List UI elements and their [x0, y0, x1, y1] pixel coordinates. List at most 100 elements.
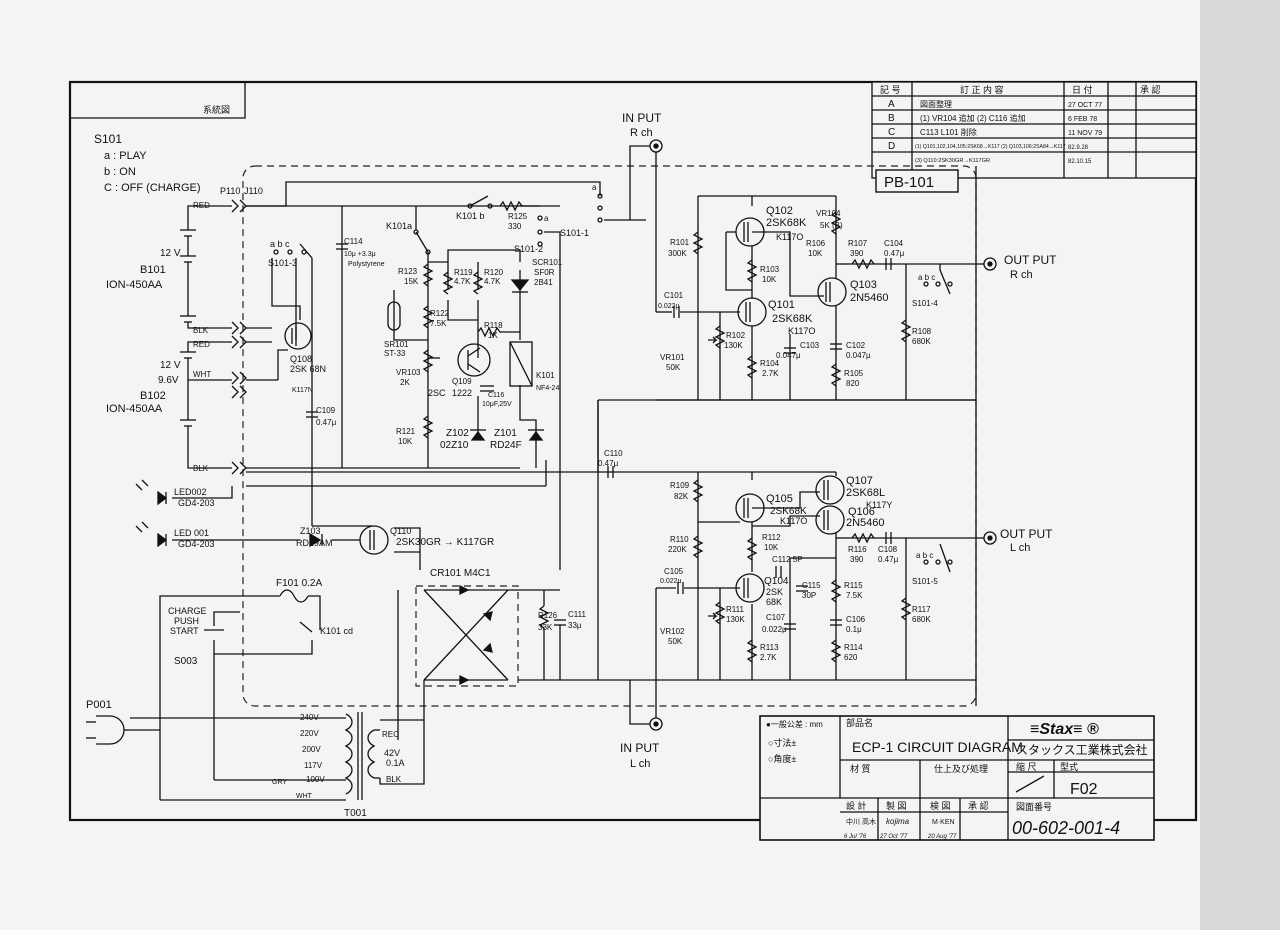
- sr101-value: ST-33: [384, 349, 406, 358]
- q104-value-1: 2SK: [766, 587, 783, 597]
- c108-value: 0.47μ: [878, 555, 899, 564]
- tap-117v: 117V: [304, 761, 323, 770]
- tb-tol-ang: ○角度±: [768, 753, 796, 764]
- r122-value: 7.5K: [430, 319, 447, 328]
- q102-value-2: K117O: [776, 232, 803, 242]
- led001-value: GD4-203: [178, 539, 215, 549]
- c106-label: C106: [846, 615, 866, 624]
- r126-value: 33K: [538, 623, 553, 632]
- vr101-label: VR101: [660, 353, 685, 362]
- tb-row-approve: 承 認: [968, 800, 989, 811]
- transformer-t001: [344, 712, 425, 800]
- wire-blk-1: BLK: [193, 326, 209, 335]
- bridge-cr101-outline: [415, 585, 519, 687]
- capacitor-c107: [784, 623, 796, 630]
- tb-part-name: ECP-1 CIRCUIT DIAGRAM: [852, 739, 1023, 755]
- rev-c-date: 11 NOV 79: [1068, 130, 1102, 137]
- q107-label: Q107: [846, 475, 873, 487]
- fet-q103: [817, 277, 847, 307]
- input-l-jack[interactable]: [629, 680, 663, 731]
- s101-2-label: S101-2: [514, 244, 543, 254]
- vr103-value: 2K: [400, 378, 410, 387]
- zener-z101: [528, 429, 544, 441]
- r120-value: 4.7K: [484, 277, 501, 286]
- s101-3-label: S101-3: [268, 258, 297, 268]
- rev-e-text: (3) Q110:2SK30GR→K117GR: [915, 158, 990, 164]
- k101cd-label: K101 cd: [320, 626, 353, 636]
- tap-100v: 100V: [306, 775, 325, 784]
- switch-s101-2: [537, 215, 543, 247]
- q106-value: 2N5460: [846, 517, 885, 529]
- output-l-jack[interactable]: [983, 531, 997, 545]
- battery-wiring: [180, 205, 232, 469]
- input-r-channel: R ch: [630, 127, 653, 139]
- vr101-value: 50K: [666, 363, 681, 372]
- capacitor-c116: [480, 385, 494, 392]
- b102-voltage-2: 9.6V: [158, 375, 179, 386]
- corner-box: [70, 82, 246, 119]
- rev-header-mark: 記 号: [880, 84, 901, 95]
- led-led002: [135, 479, 168, 506]
- r117-label: R117: [912, 605, 931, 614]
- bridge-cr101: [380, 584, 560, 740]
- legend-a: a : PLAY: [104, 150, 147, 162]
- r106-label: R106: [806, 239, 826, 248]
- r111-value: 130K: [726, 615, 745, 624]
- s101-1-label: S101-1: [560, 228, 589, 238]
- output-r-jack[interactable]: [983, 257, 997, 271]
- r109-value: 82K: [674, 492, 689, 501]
- q109-value-2: 1222: [452, 388, 472, 398]
- p001-label: P001: [86, 699, 112, 711]
- tap-240v: 240V: [300, 713, 319, 722]
- r116-value: 390: [850, 555, 864, 564]
- z101-label: Z101: [494, 428, 517, 439]
- s101-1-a: a: [592, 183, 597, 192]
- c110-value: 0.47μ: [598, 459, 619, 468]
- vr104-label: VR104: [816, 209, 841, 218]
- output-l-channel: L ch: [1010, 542, 1030, 554]
- q105-value-1: 2SK68K: [770, 506, 807, 517]
- input-r-jack[interactable]: [629, 139, 663, 220]
- pot-vr104: [830, 211, 842, 235]
- r112-value: 10K: [764, 543, 779, 552]
- s101-2-a: a: [544, 214, 549, 223]
- resistor-r119: [442, 271, 454, 295]
- wire-red-2: RED: [193, 340, 210, 349]
- charge-label-3: START: [170, 626, 199, 636]
- c105-label: C105: [664, 567, 684, 576]
- b102-voltage: 12 V: [160, 360, 181, 371]
- r121-value: 10K: [398, 437, 413, 446]
- resistor-r112: [746, 537, 758, 561]
- wire-gry: GRY: [272, 779, 287, 786]
- c103-value: 0.047μ: [776, 351, 801, 360]
- b101-voltage: 12 V: [160, 248, 181, 259]
- r108-value: 680K: [912, 337, 931, 346]
- tb-finish-label: 仕上及び処理: [934, 763, 988, 774]
- r107-value: 390: [850, 249, 864, 258]
- led-led001: [135, 521, 168, 548]
- q107-value-1: 2SK68L: [846, 487, 885, 499]
- b101-type: ION-450AA: [106, 279, 163, 291]
- fet-q110: [359, 525, 389, 555]
- lch-wiring: [597, 400, 984, 706]
- rev-c-text: C113 L101 削除: [920, 127, 977, 137]
- scr101-label: SCR101: [532, 258, 563, 267]
- rev-a-text: 図面整理: [920, 99, 952, 109]
- pot-vr102: [708, 601, 726, 625]
- rev-d-date: 82.9.28: [1068, 145, 1089, 151]
- vr102-label: VR102: [660, 627, 685, 636]
- q105-value-2: K117O: [780, 516, 807, 526]
- output-r-title: OUT PUT: [1004, 253, 1057, 267]
- switch-k101b: [467, 195, 523, 212]
- c105-value: 0.022μ: [660, 578, 682, 585]
- r103-value: 10K: [762, 275, 777, 284]
- r113-value: 2.7K: [760, 653, 777, 662]
- rev-header-content: 訂 正 内 容: [960, 84, 1004, 95]
- tb-signer-1: 中川 高木: [846, 817, 876, 826]
- resistor-r101: [692, 231, 704, 255]
- tb-row-check: 検 図: [930, 800, 951, 811]
- r104-value: 2.7K: [762, 369, 779, 378]
- capacitor-c105: [677, 582, 684, 594]
- tb-date-3: 20 Aug '77: [927, 834, 957, 840]
- scr101-value-2: 2B41: [534, 278, 553, 287]
